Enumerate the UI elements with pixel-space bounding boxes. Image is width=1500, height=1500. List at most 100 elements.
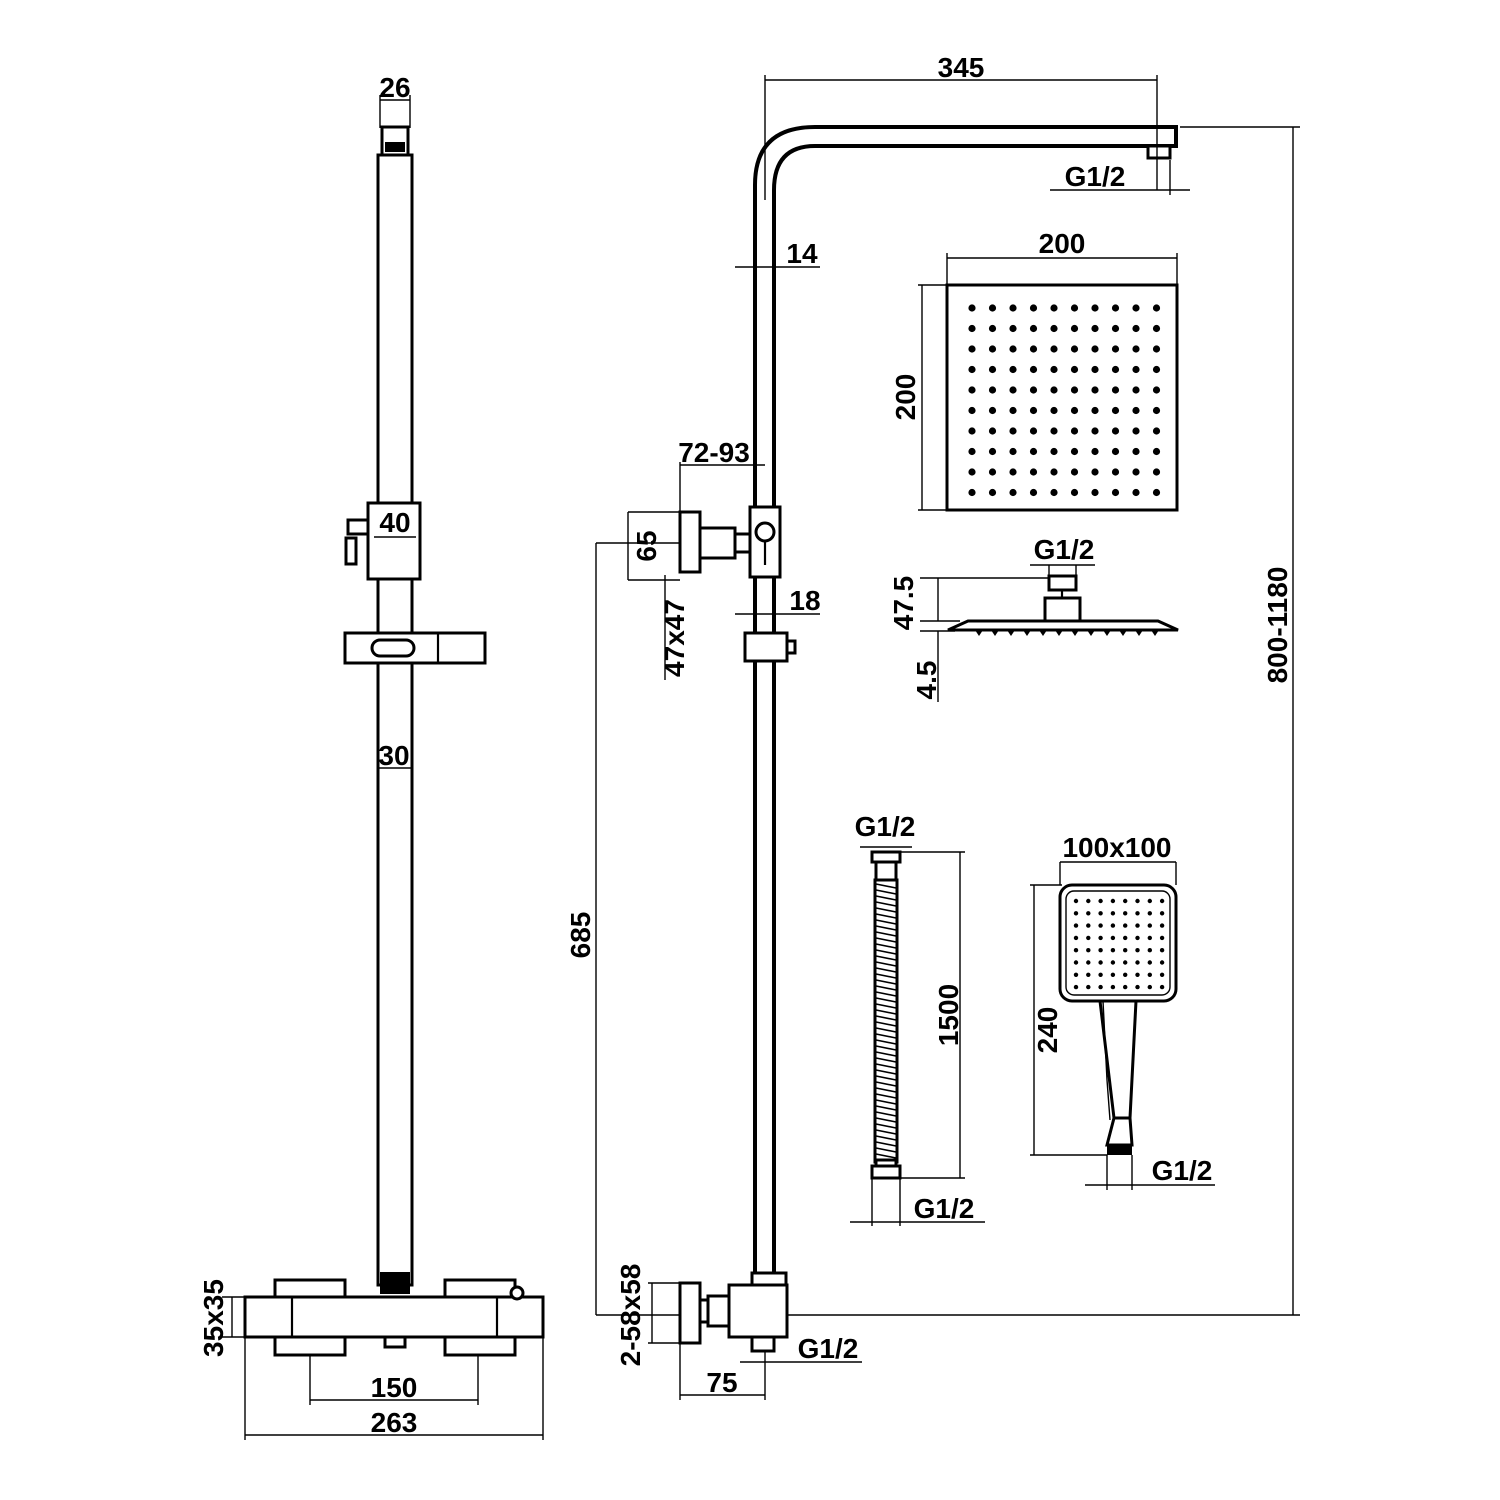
nozzle-dot — [1086, 948, 1091, 953]
nozzle-dot — [1123, 911, 1128, 916]
nozzle-dot — [1029, 386, 1038, 394]
nozzle-dot — [1135, 984, 1140, 990]
front-view: 26 40 30 35x35 150 263 — [198, 72, 545, 1440]
dim-overhead-width: 200 — [946, 228, 1178, 285]
hose-coil — [875, 973, 897, 979]
nozzle-dot — [1073, 948, 1079, 953]
nozzle-dot — [968, 488, 976, 497]
dim-hand-length-label: 240 — [1032, 1007, 1063, 1054]
nozzle-dot — [1086, 984, 1091, 990]
nozzle-dot — [1073, 972, 1079, 977]
hose-coil — [875, 1105, 897, 1111]
nozzle-dot — [988, 427, 997, 435]
nozzle-dot — [1070, 304, 1079, 312]
nozzle-dot — [1091, 365, 1099, 374]
dim-eccentric-depth-label: 75 — [706, 1367, 737, 1398]
nozzle-dot — [1050, 345, 1058, 353]
hose-coil — [875, 1027, 897, 1033]
nozzle-dot — [1152, 304, 1161, 312]
bracket-stem — [698, 526, 737, 560]
hose-coil — [875, 931, 897, 937]
mixer-outlet — [383, 1335, 407, 1349]
nozzle-dot — [1147, 960, 1153, 965]
nozzle-dot — [988, 304, 997, 312]
hose-coil — [875, 1015, 897, 1021]
nozzle-dot — [988, 386, 997, 394]
hose-coil — [875, 1111, 897, 1117]
nozzle-dot — [1091, 386, 1099, 394]
dim-overhead-height: 47.5 — [888, 576, 1050, 630]
nozzle-dot — [1159, 898, 1165, 904]
profile-nozzle — [1023, 630, 1031, 636]
nozzle-dot — [1098, 935, 1103, 941]
hose-coil — [875, 1039, 897, 1045]
nozzle-dot — [1073, 911, 1079, 916]
nozzle-dot — [1091, 427, 1099, 435]
overhead-nozzles — [968, 304, 1161, 497]
overhead-profile-plate — [947, 619, 1179, 632]
nozzle-dot — [1147, 935, 1153, 941]
hose-coil — [875, 937, 897, 943]
nozzle-dot — [1110, 960, 1116, 965]
nozzle-dot — [1132, 365, 1140, 374]
dim-arm-reach: 345 — [764, 52, 1158, 200]
hose-coil — [875, 1147, 897, 1153]
overhead-thread-nut — [1047, 574, 1078, 592]
dim-bracket-plate: 47x47 — [659, 575, 690, 680]
hose-coil — [875, 901, 897, 907]
slider-body — [366, 501, 422, 581]
nozzle-dot — [1091, 468, 1099, 476]
dim-hose-top-thread: G1/2 — [855, 811, 915, 848]
nozzle-dot — [1147, 948, 1153, 953]
nozzle-dot — [1132, 386, 1140, 394]
nozzle-dot — [968, 468, 976, 476]
nozzle-dot — [988, 468, 997, 476]
nozzle-dot — [1009, 468, 1017, 476]
nozzle-dot — [1091, 345, 1099, 353]
nozzle-dot — [1029, 345, 1038, 353]
nozzle-dot — [1147, 898, 1153, 904]
side-view: 345 G1/2 14 72-93 65 47x47 18 — [565, 52, 1190, 1400]
nozzle-dot — [1029, 406, 1038, 415]
nozzle-dot — [1009, 365, 1017, 374]
nozzle-dot — [1111, 406, 1120, 415]
side-mixer-body — [727, 1283, 789, 1339]
nozzle-dot — [1029, 447, 1038, 456]
overhead-ball-joint — [1043, 596, 1082, 625]
hose-coil — [875, 1051, 897, 1057]
nozzle-dot — [1159, 911, 1165, 916]
nozzle-dot — [1110, 923, 1116, 928]
nozzle-dot — [1091, 447, 1099, 456]
nozzle-dot — [1091, 488, 1099, 497]
hose-coil — [875, 1057, 897, 1063]
side-holder — [743, 631, 789, 663]
nozzle-dot — [1110, 911, 1116, 916]
dim-overhead-depth: 200 — [890, 284, 947, 511]
nozzle-dot — [1086, 935, 1091, 941]
dim-outlet-height: 685 — [565, 542, 680, 1316]
nozzle-dot — [1050, 447, 1058, 456]
dim-eccentric-plates-label: 2-58x58 — [615, 1264, 646, 1367]
nozzle-dot — [1029, 304, 1038, 312]
hand-shower: 100x100 240 G1/2 — [1030, 832, 1215, 1190]
nozzle-dot — [1086, 898, 1091, 904]
nozzle-dot — [1111, 345, 1120, 353]
overhead-profile-nozzles — [975, 630, 1159, 636]
riser-and-arm — [753, 125, 1178, 1275]
nozzle-dot — [1123, 972, 1128, 977]
eccentric-nut — [706, 1294, 731, 1328]
hose-coil — [875, 943, 897, 949]
nozzle-dot — [988, 345, 997, 353]
profile-nozzle — [991, 630, 999, 636]
hose-coil — [875, 1003, 897, 1009]
dim-overhead-width-label: 200 — [1039, 228, 1086, 259]
nozzle-dot — [1110, 898, 1116, 904]
nozzle-dot — [1091, 406, 1099, 415]
nozzle-dot — [1132, 488, 1140, 497]
hose-coil — [875, 1099, 897, 1105]
overhead-top-view — [945, 283, 1179, 512]
overhead-shower: 200 200 G1/2 47.5 4.5 — [888, 228, 1179, 702]
dim-mixer-outlet-thread-label: G1/2 — [798, 1333, 859, 1364]
nozzle-dot — [1098, 960, 1103, 965]
